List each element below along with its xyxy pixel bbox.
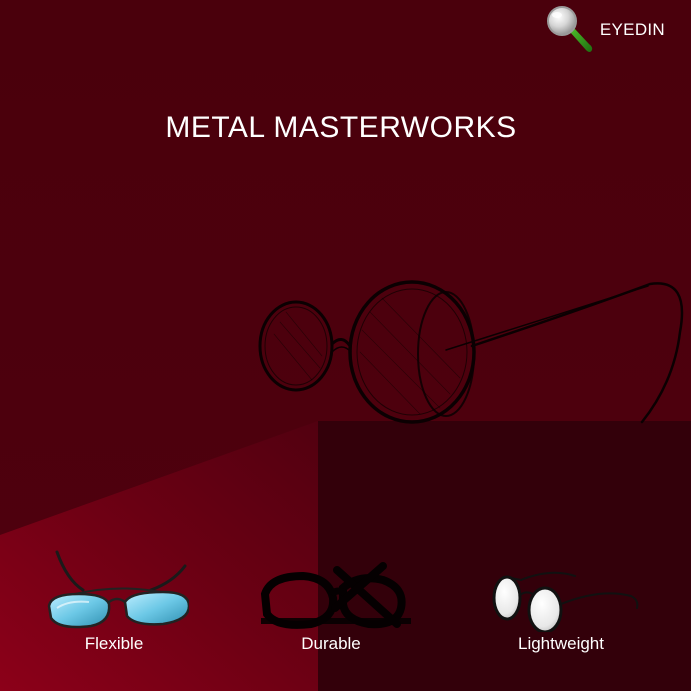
- round-glasses-icon: [492, 571, 639, 632]
- aviator-glasses-icon: [47, 550, 189, 629]
- feature-label: Lightweight: [517, 634, 604, 653]
- feature-durable[interactable]: Durable: [246, 548, 416, 654]
- feature-label: Durable: [301, 634, 361, 653]
- magnifier-icon: [546, 6, 593, 52]
- feature-label: Flexible: [84, 634, 144, 653]
- brand-logo[interactable]: EYEDIN: [546, 6, 665, 52]
- black-frame-glasses-icon: [260, 562, 411, 629]
- page-title: METAL MASTERWORKS: [165, 111, 517, 144]
- brand-name: EYEDIN: [599, 20, 665, 39]
- feature-flexible[interactable]: Flexible: [34, 548, 194, 654]
- feature-lightweight[interactable]: Lightweight: [476, 548, 646, 654]
- round-wire-glasses: [258, 280, 684, 424]
